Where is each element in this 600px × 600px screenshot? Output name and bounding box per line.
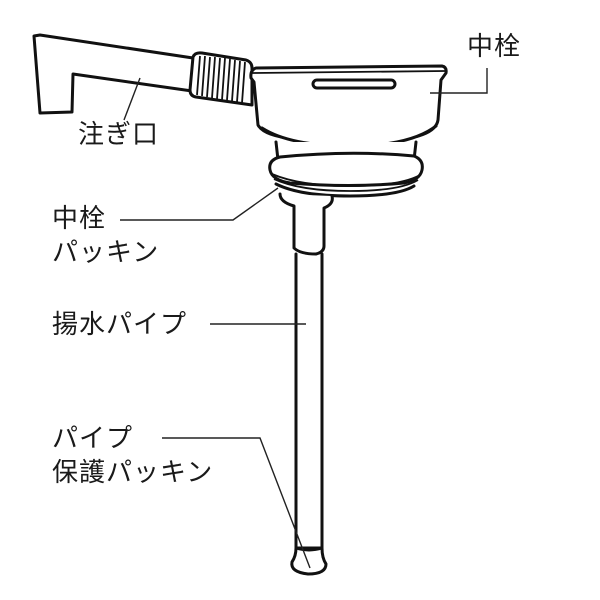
label-pipe-protection-gasket: パイプ 保護パッキン bbox=[52, 424, 214, 488]
spout-shape bbox=[32, 33, 195, 115]
pipe-neck bbox=[278, 192, 334, 256]
label-pumping-pipe: 揚水パイプ bbox=[52, 310, 188, 340]
leader-center-plug bbox=[430, 68, 488, 94]
threaded-collar bbox=[188, 51, 254, 107]
leader-pipe-protection-gasket bbox=[162, 437, 311, 569]
leader-center-plug-gasket bbox=[120, 187, 279, 221]
pumping-pipe-shape bbox=[294, 252, 324, 550]
label-center-plug: 中栓 bbox=[467, 32, 522, 62]
label-spout: 注ぎ口 bbox=[78, 120, 160, 150]
center-plug-shape bbox=[249, 64, 448, 198]
label-center-plug-gasket: 中栓 パッキン bbox=[52, 204, 160, 268]
pipe-protection-gasket-shape bbox=[290, 546, 328, 576]
leader-spout bbox=[123, 77, 141, 121]
